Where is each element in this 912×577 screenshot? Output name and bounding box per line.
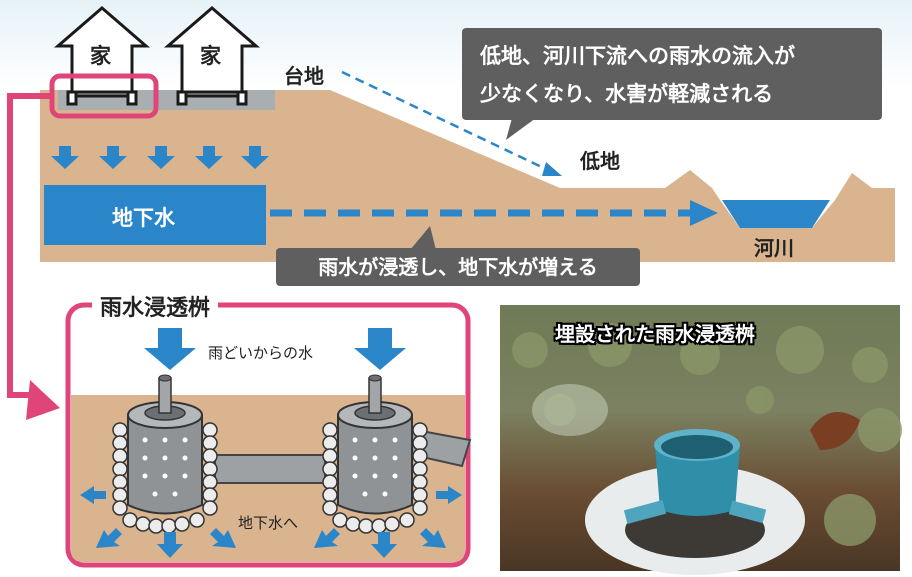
callout-top-tail bbox=[506, 118, 536, 140]
house-2-label: 家 bbox=[200, 44, 221, 68]
house-2-icon bbox=[163, 6, 261, 106]
gutter-arrow-right bbox=[354, 328, 406, 370]
tank-2 bbox=[322, 374, 428, 534]
tank-panel-title: 雨水浸透桝 bbox=[92, 290, 219, 322]
callout-groundwater-increase: 雨水が浸透し、地下水が増える bbox=[276, 248, 640, 286]
callout-flood-reduction: 低地、河川下流への雨水の流入が 少なくなり、水害が軽減される bbox=[462, 28, 882, 120]
river-label: 河川 bbox=[754, 236, 794, 260]
buried-tank-photo bbox=[500, 305, 902, 575]
gutter-arrow-left bbox=[144, 328, 196, 370]
groundwater-flow-arrowhead bbox=[690, 200, 718, 226]
to-groundwater-label: 地下水へ bbox=[238, 514, 299, 532]
runoff-dashed-arrow bbox=[341, 70, 549, 172]
runoff-arrowhead bbox=[542, 162, 562, 176]
connecting-pipe bbox=[214, 454, 326, 484]
infiltration-arrows bbox=[51, 146, 269, 169]
groundwater-layer bbox=[44, 185, 266, 245]
callout-top-line1: 低地、河川下流への雨水の流入が bbox=[480, 44, 795, 68]
lowland-label: 低地 bbox=[580, 149, 620, 173]
pink-connector-arrow bbox=[7, 93, 52, 398]
tank-1 bbox=[112, 374, 218, 534]
callout-bottom-tail bbox=[410, 226, 436, 250]
river-water bbox=[722, 200, 830, 228]
house-1-icon bbox=[53, 6, 151, 106]
callout-top-line2: 少なくなり、水害が軽減される bbox=[480, 82, 774, 106]
pink-connector-arrowhead bbox=[26, 380, 60, 420]
groundwater-label: 地下水 bbox=[112, 206, 175, 230]
photo-title: 埋設された雨水浸透桝 bbox=[555, 322, 755, 346]
outflow-arrows bbox=[80, 486, 462, 558]
house-1-label: 家 bbox=[90, 44, 111, 68]
plateau-label: 台地 bbox=[284, 64, 324, 88]
gutter-water-label: 雨どいからの水 bbox=[208, 344, 314, 362]
